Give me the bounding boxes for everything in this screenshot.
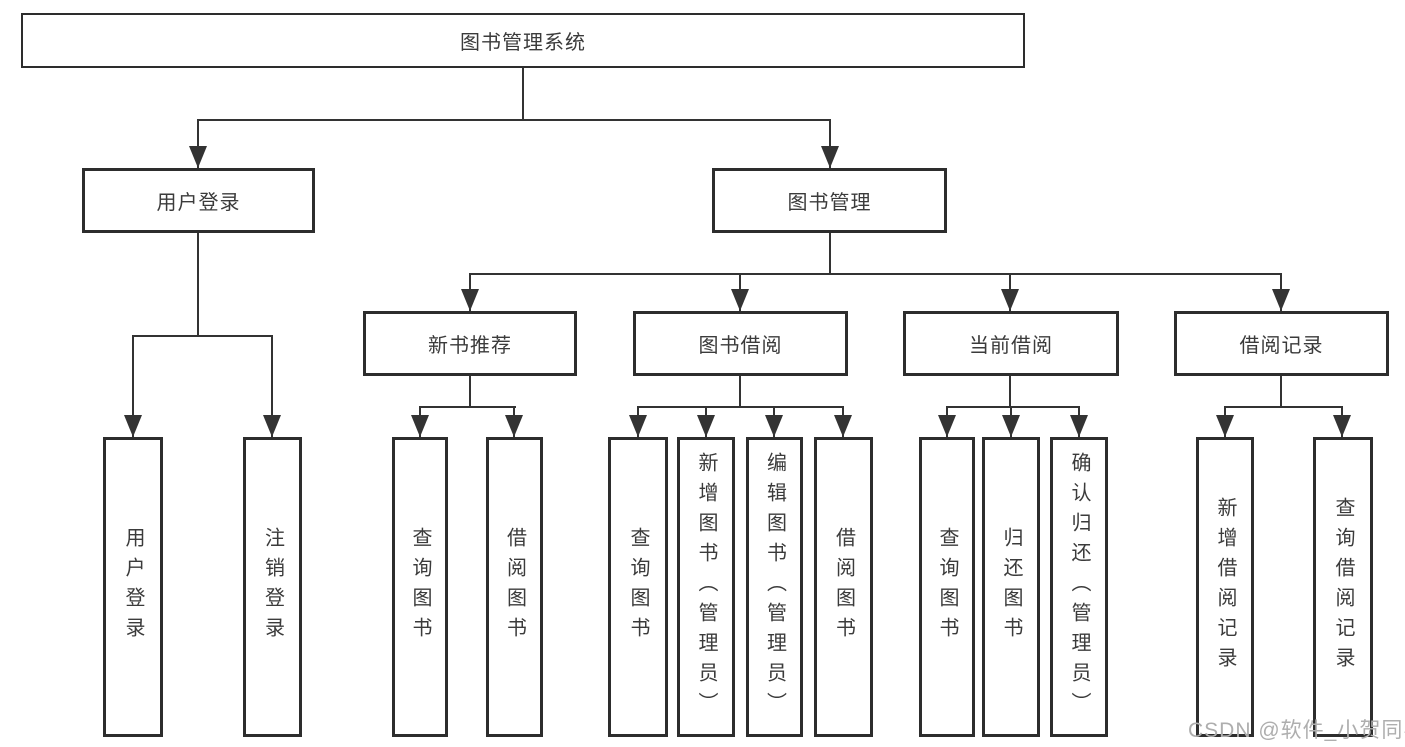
arrow-leaf [1216, 406, 1234, 437]
arrow-leaf [765, 406, 783, 437]
edge-user-login-bar [133, 335, 273, 337]
leaf-label: 注销登录 [261, 527, 284, 647]
edge-level3-bar [470, 273, 1282, 275]
leaf-user-login: 用户登录 [103, 437, 163, 737]
leaf-query-borrow-record: 查询借阅记录 [1313, 437, 1373, 737]
leaf-label: 确认归还（管理员） [1068, 452, 1090, 722]
node-label: 图书管理 [787, 192, 872, 214]
node-book-management: 图书管理 [712, 168, 947, 233]
edge-borrow-record-stub [1280, 376, 1282, 406]
leaf-label: 查询图书 [627, 527, 649, 647]
node-user-login: 用户登录 [82, 168, 315, 233]
leaf-label: 查询图书 [936, 527, 958, 647]
node-new-book-recommend: 新书推荐 [363, 311, 577, 376]
leaf-query-books: 查询图书 [608, 437, 668, 737]
node-book-borrowing: 图书借阅 [633, 311, 848, 376]
leaf-label: 新增借阅记录 [1214, 497, 1236, 677]
node-label: 借阅记录 [1239, 335, 1324, 357]
arrow-to-current-borrow [1001, 273, 1019, 311]
arrow-to-borrow-record [1272, 273, 1290, 311]
node-label: 用户登录 [156, 192, 241, 214]
leaf-label: 借阅图书 [503, 527, 526, 647]
leaf-borrow-books: 借阅图书 [814, 437, 873, 737]
arrow-to-book-borrow [731, 273, 749, 311]
leaf-borrow-books: 借阅图书 [486, 437, 543, 737]
arrow-to-logout-leaf [263, 335, 281, 437]
node-label: 新书推荐 [428, 335, 512, 357]
leaf-return-books: 归还图书 [982, 437, 1040, 737]
csdn-watermark: CSDN @软件_小贺同学 [1188, 719, 1405, 742]
arrow-to-user-login [189, 119, 207, 168]
leaf-label: 查询图书 [409, 527, 431, 647]
arrow-to-book-management [821, 119, 839, 168]
node-current-borrowing: 当前借阅 [903, 311, 1119, 376]
arrow-leaf [1070, 406, 1088, 437]
edge-book-management-stub [829, 233, 831, 273]
leaf-label: 借阅图书 [832, 527, 855, 647]
arrow-leaf [629, 406, 647, 437]
edge-user-login-stub [197, 233, 199, 335]
node-borrowing-records: 借阅记录 [1174, 311, 1389, 376]
leaf-logout: 注销登录 [243, 437, 302, 737]
arrow-leaf [1333, 406, 1351, 437]
edge-root-stub [522, 68, 524, 119]
node-label: 图书借阅 [698, 335, 783, 357]
leaf-label: 编辑图书（管理员） [763, 452, 786, 722]
edge-current-borrow-stub [1009, 376, 1011, 406]
leaf-add-borrow-record: 新增借阅记录 [1196, 437, 1254, 737]
arrow-leaf [505, 406, 523, 437]
leaf-edit-books-admin: 编辑图书（管理员） [746, 437, 803, 737]
leaf-query-books: 查询图书 [392, 437, 448, 737]
leaf-label: 查询借阅记录 [1332, 497, 1354, 677]
arrow-leaf [834, 406, 852, 437]
arrow-to-new-book [461, 273, 479, 311]
leaf-label: 用户登录 [122, 527, 144, 647]
node-label: 图书管理系统 [460, 32, 586, 54]
arrow-leaf [938, 406, 956, 437]
edge-book-borrow-stub [739, 376, 741, 406]
node-label: 当前借阅 [969, 335, 1053, 357]
node-library-management-system: 图书管理系统 [21, 13, 1025, 68]
arrow-leaf [411, 406, 429, 437]
edge-book-borrow-bar [638, 406, 844, 408]
arrow-to-user-login-leaf [124, 335, 142, 437]
edge-new-book-bar [420, 406, 516, 408]
edge-level2-bar [198, 119, 831, 121]
edge-current-borrow-bar [946, 406, 1079, 408]
edge-new-book-stub [469, 376, 471, 406]
leaf-query-books: 查询图书 [919, 437, 975, 737]
leaf-label: 新增图书（管理员） [695, 452, 717, 722]
leaf-confirm-return-admin: 确认归还（管理员） [1050, 437, 1108, 737]
leaf-add-books-admin: 新增图书（管理员） [677, 437, 735, 737]
arrow-leaf [697, 406, 715, 437]
edge-borrow-record-bar [1225, 406, 1343, 408]
leaf-label: 归还图书 [1000, 527, 1022, 647]
arrow-leaf [1002, 406, 1020, 437]
